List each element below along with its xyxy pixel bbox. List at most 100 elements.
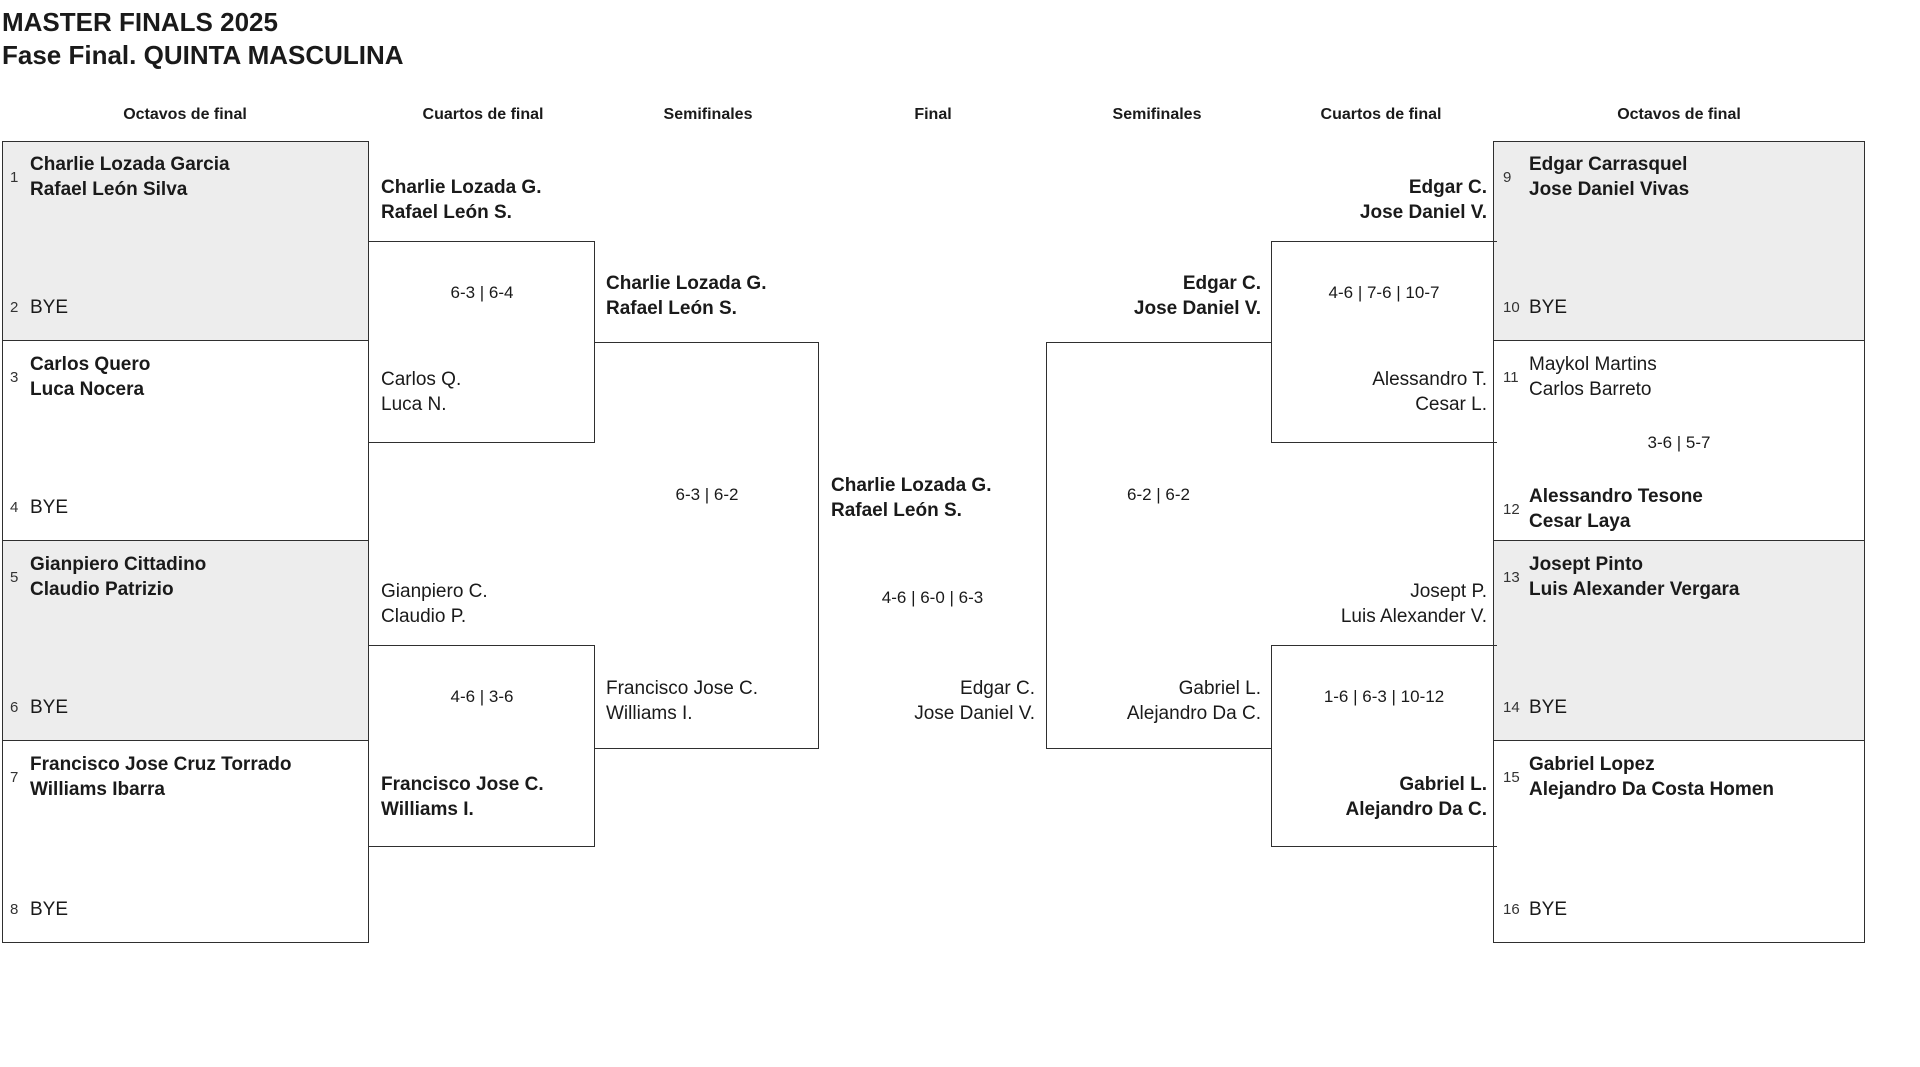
- player-name: Cesar L.: [1415, 394, 1487, 415]
- team-entry-qf-left1-loser: Carlos Q.Luca N.: [381, 367, 461, 417]
- player-name: Gabriel L.: [1178, 678, 1261, 699]
- player-name: Edgar Carrasquel: [1529, 154, 1688, 175]
- team-entry-seed4: 4 BYE: [10, 495, 68, 520]
- match-score-sf-left: 6-3 | 6-2: [675, 485, 739, 504]
- player-name: Jose Daniel V.: [1359, 202, 1487, 223]
- team-entry-seed14: 14 BYE: [1503, 695, 1567, 720]
- player-name: Edgar C.: [1408, 177, 1487, 198]
- cuartos-left-1-box: [369, 241, 595, 443]
- player-name: Rafael León Silva: [30, 179, 188, 200]
- round-header-semis-left: Semifinales: [663, 106, 753, 123]
- match-box-13-14: [1494, 541, 1864, 741]
- player-name: Williams Ibarra: [30, 779, 165, 800]
- seed-number: 6: [10, 699, 19, 716]
- match-score-sf-right: 6-2 | 6-2: [1126, 485, 1190, 504]
- round-header-cuartos-left: Cuartos de final: [422, 106, 544, 123]
- player-name: Charlie Lozada G.: [831, 475, 992, 496]
- player-name: Gabriel L.: [1399, 774, 1487, 795]
- match-score-octavos-11-12: 3-6 | 5-7: [1647, 433, 1711, 452]
- seed-number: 13: [1503, 568, 1520, 586]
- round-header-octavos-left: Octavos de final: [123, 106, 247, 123]
- player-name: Charlie Lozada G.: [381, 177, 542, 198]
- player-name: Alessandro Tesone: [1529, 486, 1703, 507]
- player-name: Charlie Lozada Garcia: [30, 154, 230, 175]
- player-name: Carlos Quero: [30, 354, 151, 375]
- player-name: Claudio P.: [381, 606, 467, 627]
- player-name: Jose Daniel V.: [914, 703, 1035, 724]
- team-entry-qf-right1-loser: Alessandro T.Cesar L.: [1372, 367, 1487, 417]
- match-score-qf-right1: 4-6 | 7-6 | 10-7: [1328, 283, 1440, 302]
- cuartos-left-2-box: [369, 645, 595, 847]
- team-entry-qf-left2-winner: Francisco Jose C. Williams I.: [381, 772, 544, 822]
- team-entry-qf-right1-winner: Edgar C. Jose Daniel V.: [1360, 175, 1487, 225]
- team-entry-seed2: 2 BYE: [10, 295, 68, 320]
- semifinal-right-box: [1046, 342, 1271, 749]
- seed-number: 5: [10, 568, 19, 586]
- bye-label: BYE: [1529, 297, 1568, 318]
- bye-label: BYE: [1529, 697, 1568, 718]
- bye-label: BYE: [30, 697, 69, 718]
- player-name: Alejandro Da Costa Homen: [1529, 779, 1774, 800]
- player-name: Williams I.: [606, 703, 693, 724]
- bye-label: BYE: [30, 899, 69, 920]
- team-entry-seed6: 6 BYE: [10, 695, 68, 720]
- seed-number: 16: [1503, 901, 1520, 918]
- match-box-1-2: [3, 142, 368, 341]
- match-box-11-12: [1494, 341, 1864, 541]
- seed-number: 3: [10, 368, 19, 386]
- player-name: Josept P.: [1410, 581, 1487, 602]
- match-box-9-10: [1494, 142, 1864, 341]
- cuartos-right-1-box: [1271, 241, 1497, 443]
- player-name: Jose Daniel V.: [1133, 298, 1261, 319]
- player-name: Williams I.: [381, 799, 474, 820]
- player-name: Edgar C.: [960, 678, 1035, 699]
- player-name: Francisco Jose C.: [381, 774, 544, 795]
- player-name: Claudio Patrizio: [30, 579, 174, 600]
- player-name: Luca N.: [381, 394, 447, 415]
- team-entry-sf-right-winner: Edgar C.Jose Daniel V.: [1134, 271, 1261, 321]
- player-name: Alejandro Da C.: [1345, 799, 1487, 820]
- player-name: Luis Alexander V.: [1340, 606, 1487, 627]
- team-entry-sf-left-winner: Charlie Lozada G.Rafael León S.: [606, 271, 766, 321]
- team-entry-seed10: 10 BYE: [1503, 295, 1567, 320]
- bye-label: BYE: [30, 497, 69, 518]
- octavos-right-column: [1493, 141, 1865, 943]
- octavos-left-column: [2, 141, 369, 943]
- phase-subtitle: Fase Final. QUINTA MASCULINA: [2, 40, 404, 70]
- bye-label: BYE: [30, 297, 69, 318]
- player-name: Gabriel Lopez: [1529, 754, 1655, 775]
- seed-number: 14: [1503, 699, 1520, 716]
- player-name: Maykol Martins: [1529, 354, 1657, 375]
- player-name: Jose Daniel Vivas: [1529, 179, 1690, 200]
- player-name: Rafael León S.: [831, 500, 962, 521]
- player-name: Francisco Jose Cruz Torrado: [30, 754, 292, 775]
- page-title: MASTER FINALS 2025 Fase Final. QUINTA MA…: [2, 6, 404, 72]
- player-name: Francisco Jose C.: [606, 678, 759, 699]
- team-entry-qf-right2-winner: Gabriel L. Alejandro Da C.: [1346, 772, 1487, 822]
- seed-number: 10: [1503, 299, 1520, 316]
- match-score-qf-left2: 4-6 | 3-6: [450, 687, 514, 706]
- team-entry-qf-left1-winner: Charlie Lozada G.Rafael León S.: [381, 175, 541, 225]
- player-name: Gianpiero C.: [381, 581, 488, 602]
- round-header-cuartos-right: Cuartos de final: [1320, 106, 1442, 123]
- player-name: Luis Alexander Vergara: [1529, 579, 1740, 600]
- cuartos-right-2-box: [1271, 645, 1497, 847]
- player-name: Cesar Laya: [1529, 511, 1631, 532]
- player-name: Carlos Barreto: [1529, 379, 1652, 400]
- seed-number: 12: [1503, 500, 1520, 518]
- team-entry-sf-left-loser: Francisco Jose C. Williams I.: [606, 676, 758, 726]
- player-name: Gianpiero Cittadino: [30, 554, 207, 575]
- match-score-final: 4-6 | 6-0 | 6-3: [881, 588, 984, 607]
- seed-number: 15: [1503, 768, 1520, 786]
- seed-number: 4: [10, 499, 19, 516]
- player-name: Charlie Lozada G.: [606, 273, 767, 294]
